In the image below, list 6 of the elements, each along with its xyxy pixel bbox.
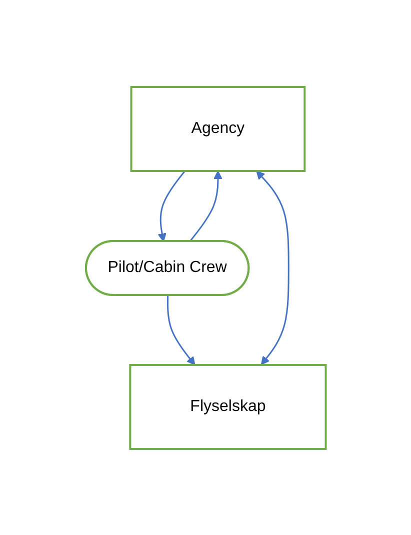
arrow	[256, 170, 289, 365]
node-box: Flyselskap	[128, 364, 326, 450]
node-box: Agency	[130, 86, 306, 172]
arrow	[157, 170, 186, 242]
arrow	[166, 294, 195, 365]
arrow	[188, 170, 222, 242]
